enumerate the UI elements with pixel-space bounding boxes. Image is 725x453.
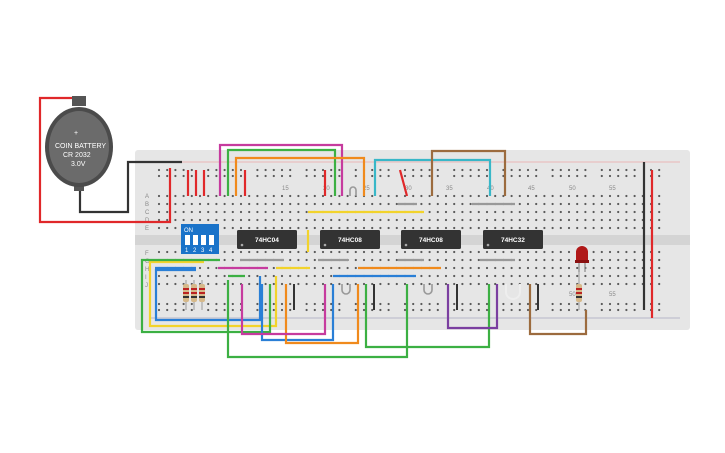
chip-label: 74HC32 (501, 237, 525, 244)
col-num-15: 15 (282, 186, 289, 192)
wire-magenta-loop-bottom[interactable] (240, 284, 327, 336)
col-num-30: 30 (405, 186, 412, 192)
chip-74hc08-b[interactable]: 74HC08 (401, 230, 461, 249)
dip-switch[interactable]: ON 1 2 3 4 (181, 224, 219, 254)
row-letter-g: G (145, 259, 150, 265)
row-letter-c: C (145, 210, 150, 216)
row-letter-h: H (145, 267, 149, 273)
col-num-20: 20 (323, 186, 330, 192)
dip-on-label: ON (184, 228, 193, 234)
battery-black-wire[interactable] (78, 160, 182, 214)
battery-plus-symbol: + (74, 130, 78, 137)
wire-red-diag[interactable] (398, 169, 409, 197)
row-letter-i: I (145, 275, 147, 281)
wire-blue-loop-bottom[interactable] (260, 284, 335, 342)
battery-label-line3: 3.0V (71, 161, 86, 168)
wire-gray-u-1[interactable] (341, 284, 351, 295)
wire-orange-loop-top[interactable] (234, 156, 366, 196)
wire-gray-u-top[interactable] (349, 186, 357, 196)
wire-green-loop-top[interactable] (226, 148, 337, 196)
col-num-55: 55 (609, 186, 616, 192)
col-num-bottom-50: 50 (569, 292, 576, 298)
dip-number-1: 1 (185, 248, 189, 254)
col-num-25: 25 (363, 186, 370, 192)
resistor-3[interactable] (199, 280, 205, 310)
battery-label-line1: COIN BATTERY (55, 143, 106, 150)
col-num-35: 35 (446, 186, 453, 192)
chip-label: 74HC08 (419, 237, 443, 244)
chip-label: 74HC08 (338, 237, 362, 244)
coin-battery[interactable]: + COIN BATTERY CR 2032 3.0V (45, 96, 113, 191)
wire-gray-u-2[interactable] (423, 284, 433, 295)
dip-number-2: 2 (193, 248, 197, 254)
led[interactable] (575, 246, 589, 272)
chip-74hc04[interactable]: 74HC04 (237, 230, 297, 249)
battery-label-line2: CR 2032 (63, 152, 91, 159)
dip-number-4: 4 (209, 248, 213, 254)
chip-label: 74HC04 (255, 237, 279, 244)
resistor-led[interactable] (576, 272, 582, 310)
wire-purple-loop[interactable] (446, 284, 499, 330)
wire-green-loop-right[interactable] (364, 284, 491, 349)
col-num-50: 50 (569, 186, 576, 192)
wire-blue-loop-left[interactable] (154, 268, 262, 322)
resistor-2[interactable] (191, 280, 197, 310)
row-letter-e: E (145, 226, 149, 232)
wire-white-u[interactable] (505, 284, 521, 300)
wire-orange-loop-bottom[interactable] (284, 284, 360, 345)
battery-red-wire[interactable] (38, 96, 172, 224)
chip-74hc32[interactable]: 74HC32 (483, 230, 543, 249)
wire-brown-loop-top[interactable] (430, 149, 507, 196)
row-letter-a: A (145, 194, 149, 200)
resistor-1[interactable] (183, 280, 189, 310)
col-num-45: 45 (528, 186, 535, 192)
wire-magenta-loop[interactable] (218, 143, 344, 196)
wire-green-loop-bottom[interactable] (226, 280, 409, 359)
dip-number-3: 3 (201, 248, 205, 254)
wire-brown-loop-bottom[interactable] (528, 284, 588, 336)
row-letter-f: F (145, 251, 149, 257)
row-letter-j: J (145, 283, 148, 289)
wire-yellow-loop-left[interactable] (148, 260, 278, 328)
chip-74hc08-a[interactable]: 74HC08 (320, 230, 380, 249)
row-letter-b: B (145, 202, 149, 208)
wire-green-loop-left[interactable] (140, 258, 272, 334)
col-num-bottom-55: 55 (609, 292, 616, 298)
